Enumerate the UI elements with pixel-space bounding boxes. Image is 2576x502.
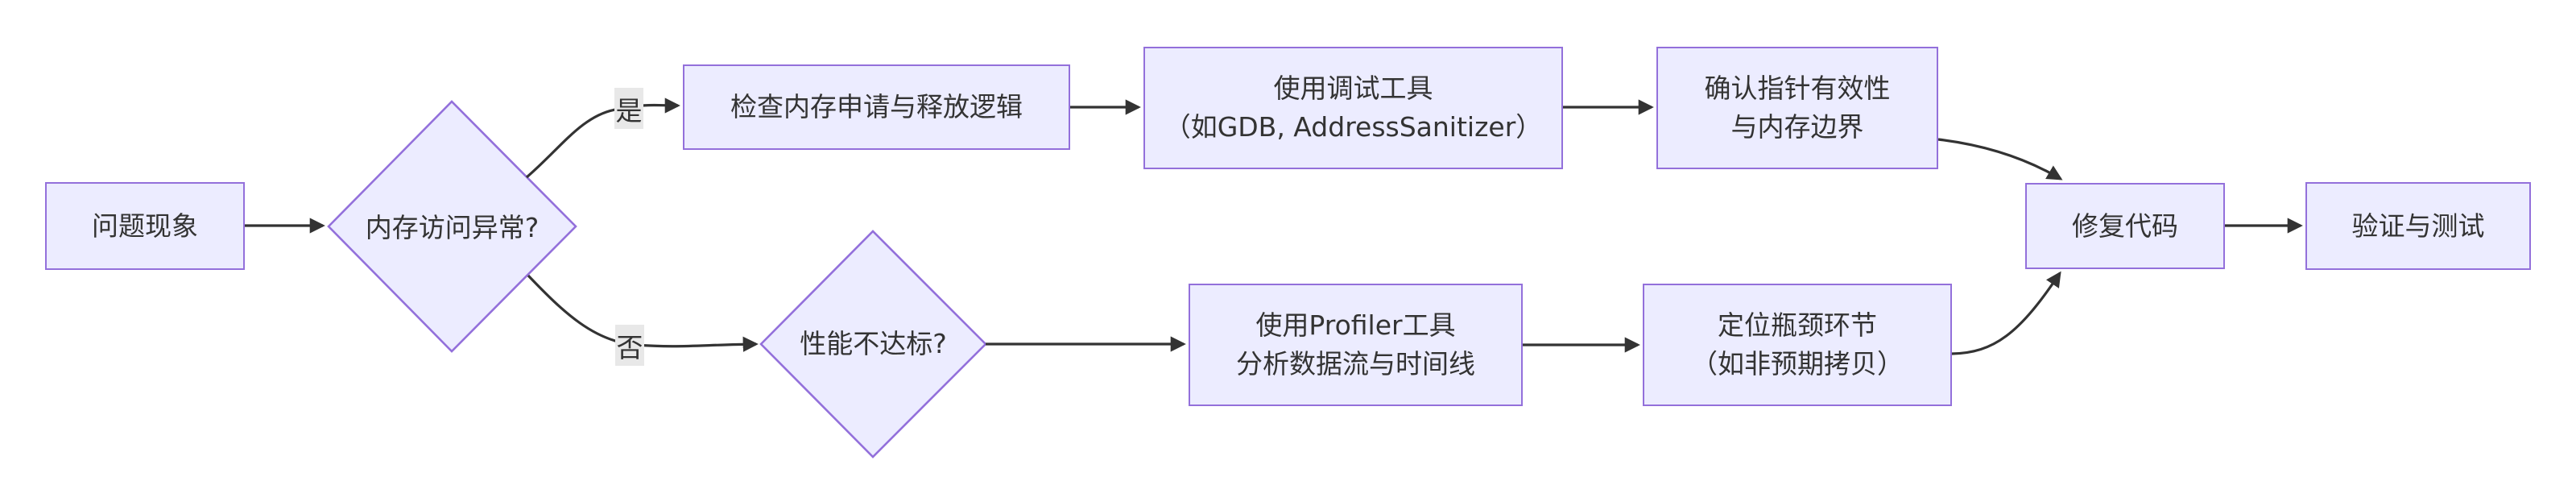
node-confirm-pointer: 确认指针有效性 与内存边界	[1656, 47, 1938, 169]
node-start-label: 问题现象	[92, 210, 198, 242]
node-check-alloc: 检查内存申请与释放逻辑	[683, 64, 1070, 150]
node-fix-code-label: 修复代码	[2072, 210, 2178, 242]
node-confirm-pointer-line2: 与内存边界	[1730, 111, 1864, 143]
node-locate-bottleneck-line1: 定位瓶颈环节	[1718, 309, 1877, 342]
node-locate-bottleneck-line2: （如非预期拷贝）	[1691, 348, 1904, 380]
edge-label-no-text: 否	[616, 331, 643, 363]
edge-label-yes-text: 是	[615, 94, 643, 127]
decision-perf-label: 性能不达标?	[761, 322, 986, 366]
node-verify-test: 验证与测试	[2305, 182, 2531, 270]
node-debug-tools-line1: 使用调试工具	[1273, 73, 1433, 105]
node-fix-code: 修复代码	[2025, 183, 2225, 269]
node-locate-bottleneck: 定位瓶颈环节 （如非预期拷贝）	[1643, 284, 1952, 406]
node-start: 问题现象	[45, 182, 245, 270]
edge-mem-access-yes-to-check-alloc	[525, 97, 680, 179]
edge-confirm-pointer-to-fix-code	[1937, 138, 2063, 180]
node-verify-test-label: 验证与测试	[2351, 210, 2485, 242]
decision-mem-access-text: 内存访问异常?	[365, 212, 540, 244]
node-profiler: 使用Profiler工具 分析数据流与时间线	[1189, 284, 1523, 406]
node-debug-tools-line2: （如GDB, AddressSanitizer）	[1164, 111, 1543, 143]
node-debug-tools: 使用调试工具 （如GDB, AddressSanitizer）	[1143, 47, 1563, 169]
decision-mem-access-shape	[327, 100, 577, 353]
edge-label-yes: 是	[614, 88, 643, 129]
edge-locate-bottleneck-to-fix-code	[1951, 271, 2061, 355]
node-check-alloc-label: 检查内存申请与释放逻辑	[730, 91, 1023, 123]
decision-perf-text: 性能不达标?	[800, 328, 947, 360]
node-profiler-line1: 使用Profiler工具	[1255, 309, 1456, 342]
decision-mem-access-label: 内存访问异常?	[329, 206, 576, 250]
node-profiler-line2: 分析数据流与时间线	[1236, 348, 1475, 380]
edge-label-no: 否	[615, 325, 644, 366]
node-confirm-pointer-line1: 确认指针有效性	[1704, 73, 1891, 105]
